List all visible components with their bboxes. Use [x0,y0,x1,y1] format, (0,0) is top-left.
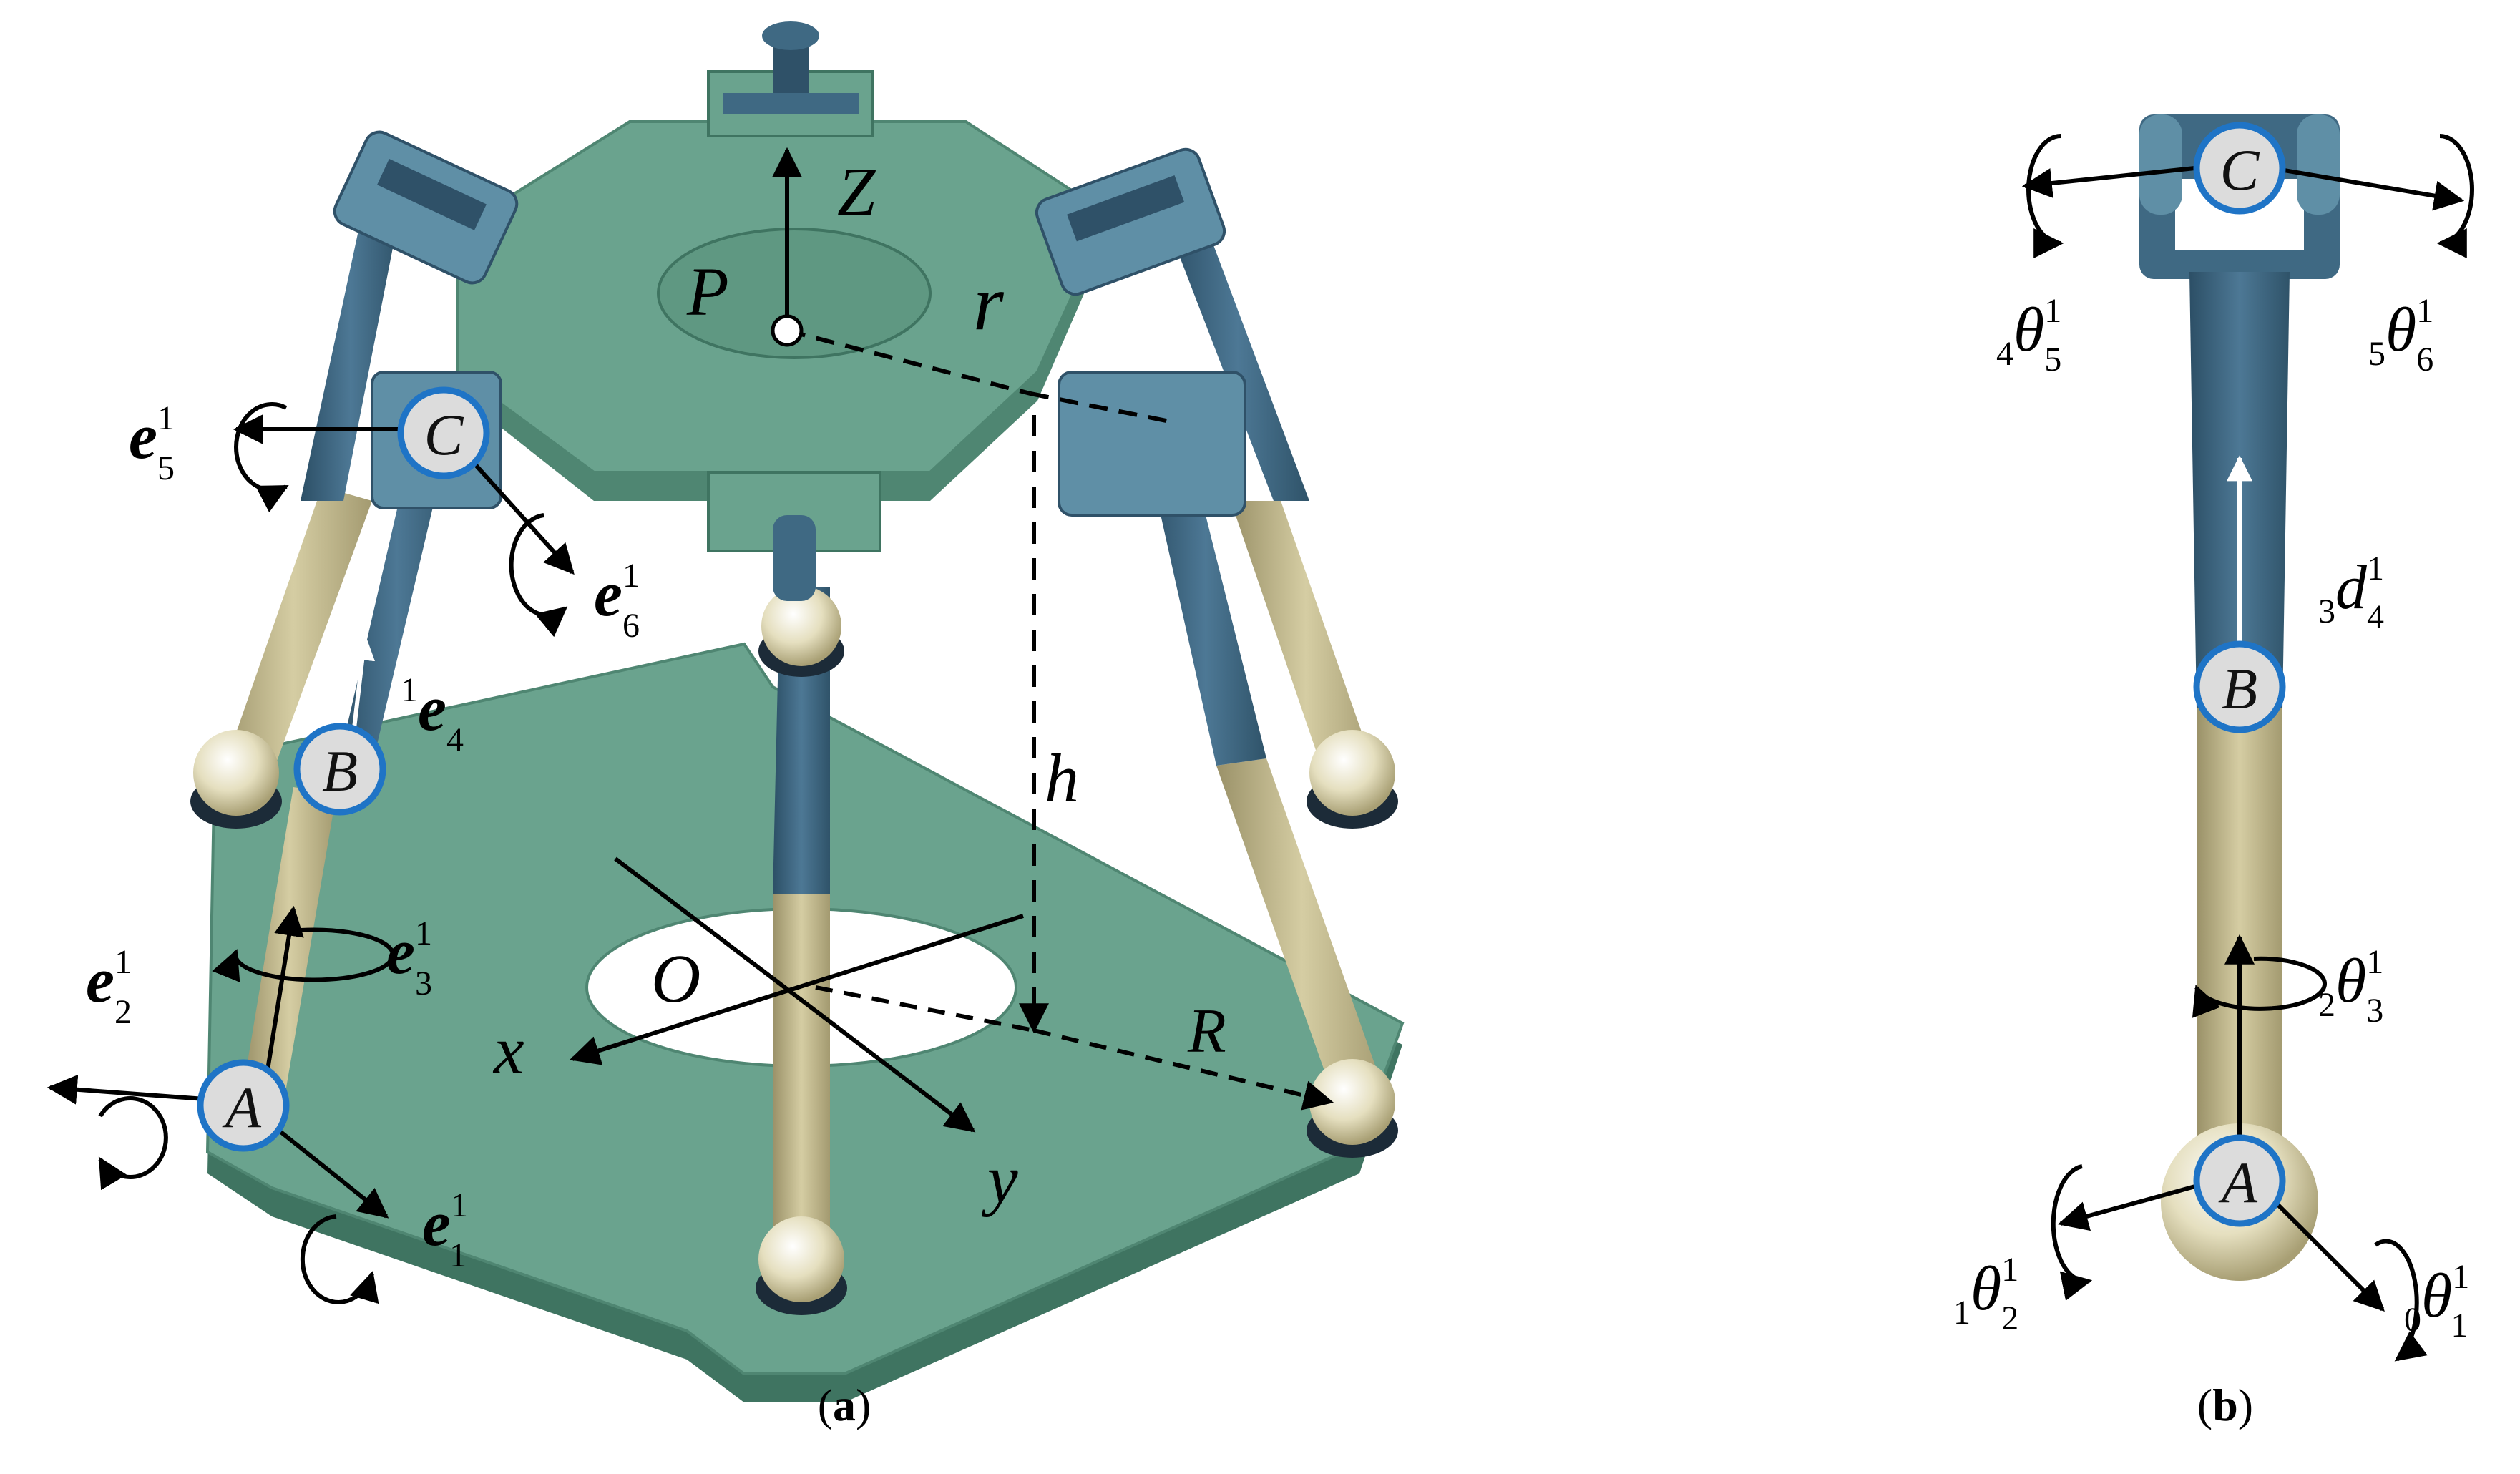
frame-annotations [569,147,1334,1133]
label-Z: Z [837,153,876,230]
caption-b: (b) [2197,1380,2253,1430]
y-axis [614,856,976,1133]
caption-a: (a) [818,1380,871,1430]
label-y: y [981,1141,1018,1217]
svg-text:C: C [424,402,464,467]
label-O: O [651,940,700,1017]
label-R: R [1187,997,1226,1066]
ball-joint [190,730,282,829]
origin-P [771,314,804,347]
u-joint-top [707,21,874,137]
point-C-a: C [397,386,490,479]
ball-joint [758,586,844,677]
u-joint-right-top [1035,147,1226,296]
svg-text:C: C [2220,137,2260,202]
u-joint-front [707,471,881,601]
svg-text:A: A [222,1075,262,1140]
base-ball-joints [190,586,1398,1315]
label-P: P [686,253,729,330]
label-r: r [973,259,1005,346]
r-dimension [786,328,1031,396]
R-dimension [815,985,1035,1033]
point-B-b: B [2193,640,2286,733]
label-x: x [492,1012,524,1088]
platform-hole [657,228,932,359]
point-A-a: A [197,1059,290,1152]
u-joint-left-top [333,130,519,285]
point-B-a: B [293,723,386,816]
point-C-b: C [2193,122,2286,215]
svg-text:A: A [2218,1150,2258,1215]
ball-joint [756,1216,847,1315]
moving-platform [456,120,1111,501]
label-h: h [1045,740,1079,816]
u-joint-right-low [1058,371,1246,517]
ball-joint [1307,1059,1398,1158]
svg-text:B: B [322,738,358,804]
point-A-b: A [2193,1134,2286,1227]
svg-text:B: B [2222,656,2257,721]
R-dimension-tail [1033,1028,1334,1111]
x-axis [569,914,1024,1065]
r-dimension-tail [1030,391,1174,424]
ball-joint [1307,730,1398,829]
panel-a: A B C Z P r h O x y R e11 e12 e13 1e4 [47,21,1405,1430]
label-e4: 1e4 [401,671,464,759]
